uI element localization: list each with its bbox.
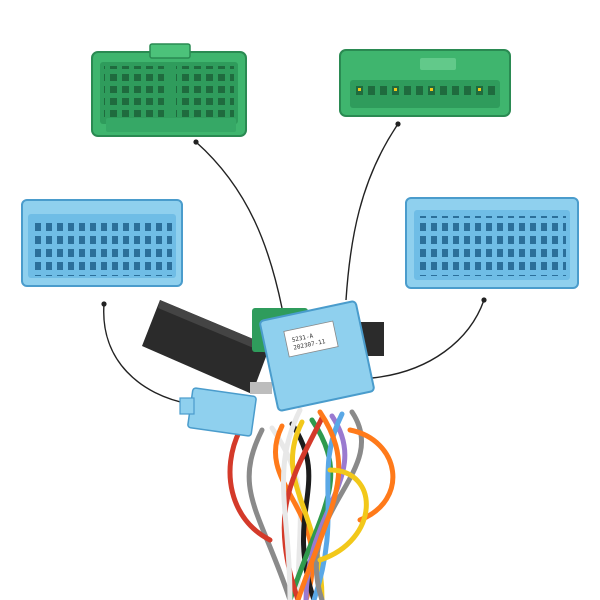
wire-loop	[317, 467, 369, 563]
wire	[246, 427, 293, 600]
wire-loop	[347, 427, 396, 523]
wire-bundle	[227, 407, 396, 600]
label-line-1: S231-A	[291, 332, 314, 343]
blue-connector-right	[405, 197, 579, 289]
black-connector	[142, 300, 272, 394]
wire	[273, 423, 315, 600]
leader-lines	[103, 123, 485, 405]
green-connector-large	[91, 43, 247, 137]
wire	[281, 407, 303, 600]
wire-loop	[227, 427, 273, 543]
wire	[295, 409, 342, 600]
leader-dots	[101, 121, 487, 307]
blue-connector-small	[179, 387, 257, 437]
green-connector-small	[339, 49, 511, 117]
blue-center-connector	[259, 300, 375, 412]
blue-connector-left	[21, 199, 183, 287]
